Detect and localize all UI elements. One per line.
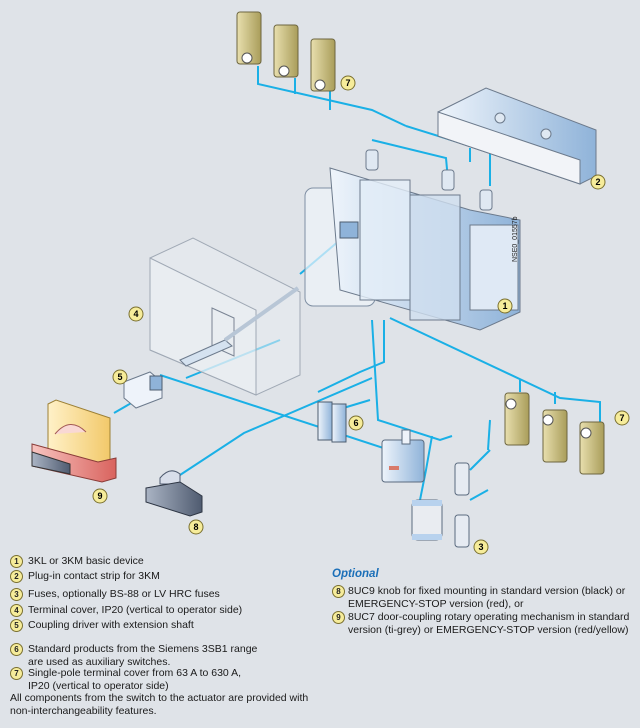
svg-text:1: 1 <box>502 301 507 311</box>
legend-item: 4 Terminal cover, IP20 (vertical to oper… <box>10 604 308 617</box>
callout-7-top: 7 <box>340 75 356 91</box>
knob <box>145 470 203 517</box>
legend-text: Terminal cover, IP20 (vertical to operat… <box>28 604 243 616</box>
coupling-driver <box>123 371 163 409</box>
plug-in-contact-strip <box>437 87 597 185</box>
legend-text: 3KL or 3KM basic device <box>28 555 144 567</box>
svg-text:6: 6 <box>353 418 358 428</box>
legend-badge: 3 <box>10 588 23 601</box>
callout-6: 6 <box>348 415 364 431</box>
callout-1: 1 <box>497 298 513 314</box>
legend-item: 1 3KL or 3KM basic device <box>10 555 308 568</box>
document-id: NSE0_01557b <box>512 216 519 262</box>
optional-title: Optional <box>332 568 379 580</box>
legend-badge: 5 <box>10 619 23 632</box>
optional-badge: 8 <box>332 585 345 598</box>
callout-2: 2 <box>590 174 606 190</box>
legend-item: 2 Plug-in contact strip for 3KM <box>10 570 308 583</box>
exploded-assembly-diagram: 1 2 3 4 5 6 7 7 8 9 <box>31 11 630 555</box>
optional-item: 8 8UC9 knob for fixed mounting in standa… <box>332 585 640 610</box>
svg-text:3: 3 <box>478 542 483 552</box>
basic-device <box>304 149 521 331</box>
optional-item: 9 8UC7 door-coupling rotary operating me… <box>332 611 640 636</box>
single-pole-terminal-covers-top <box>236 11 336 92</box>
svg-text:4: 4 <box>133 309 138 319</box>
svg-text:8: 8 <box>193 522 198 532</box>
legend-badge: 2 <box>10 570 23 583</box>
optional-text: 8UC7 door-coupling rotary operating mech… <box>348 611 630 636</box>
svg-text:2: 2 <box>595 177 600 187</box>
legend-badge: 7 <box>10 667 23 680</box>
svg-text:7: 7 <box>345 78 350 88</box>
callout-5: 5 <box>112 369 128 385</box>
auxiliary-switches <box>317 401 347 443</box>
callout-3: 3 <box>473 539 489 555</box>
legend-item: 7 Single-pole terminal cover from 63 A t… <box>10 667 258 692</box>
callout-8: 8 <box>188 519 204 535</box>
legend-badge: 6 <box>10 643 23 656</box>
svg-text:5: 5 <box>117 372 122 382</box>
legend-text: Fuses, optionally BS-88 or LV HRC fuses <box>28 588 220 600</box>
footnote: All components from the switch to the ac… <box>10 692 309 717</box>
svg-text:9: 9 <box>97 491 102 501</box>
legend-text: Single-pole terminal cover from 63 A to … <box>28 667 242 692</box>
callout-badges: 1 2 3 4 5 6 7 7 8 9 <box>92 75 630 555</box>
door-coupling-mechanism <box>31 399 117 483</box>
optional-badge: 9 <box>332 611 345 624</box>
svg-text:7: 7 <box>619 413 624 423</box>
fuses <box>381 429 470 548</box>
legend-text: Plug-in contact strip for 3KM <box>28 570 160 582</box>
terminal-cover <box>149 237 301 396</box>
legend-badge: 4 <box>10 604 23 617</box>
callout-4: 4 <box>128 306 144 322</box>
legend-item: 3 Fuses, optionally BS-88 or LV HRC fuse… <box>10 588 308 601</box>
legend-item: 5 Coupling driver with extension shaft <box>10 619 308 632</box>
legend-badge: 1 <box>10 555 23 568</box>
callout-9: 9 <box>92 488 108 504</box>
legend-item: 6 Standard products from the Siemens 3SB… <box>10 643 258 668</box>
legend-text: Coupling driver with extension shaft <box>28 619 194 631</box>
legend-text: Standard products from the Siemens 3SB1 … <box>28 643 258 668</box>
optional-text: 8UC9 knob for fixed mounting in standard… <box>348 585 626 610</box>
single-pole-terminal-covers-bottom <box>504 392 605 475</box>
callout-7-bottom: 7 <box>614 410 630 426</box>
